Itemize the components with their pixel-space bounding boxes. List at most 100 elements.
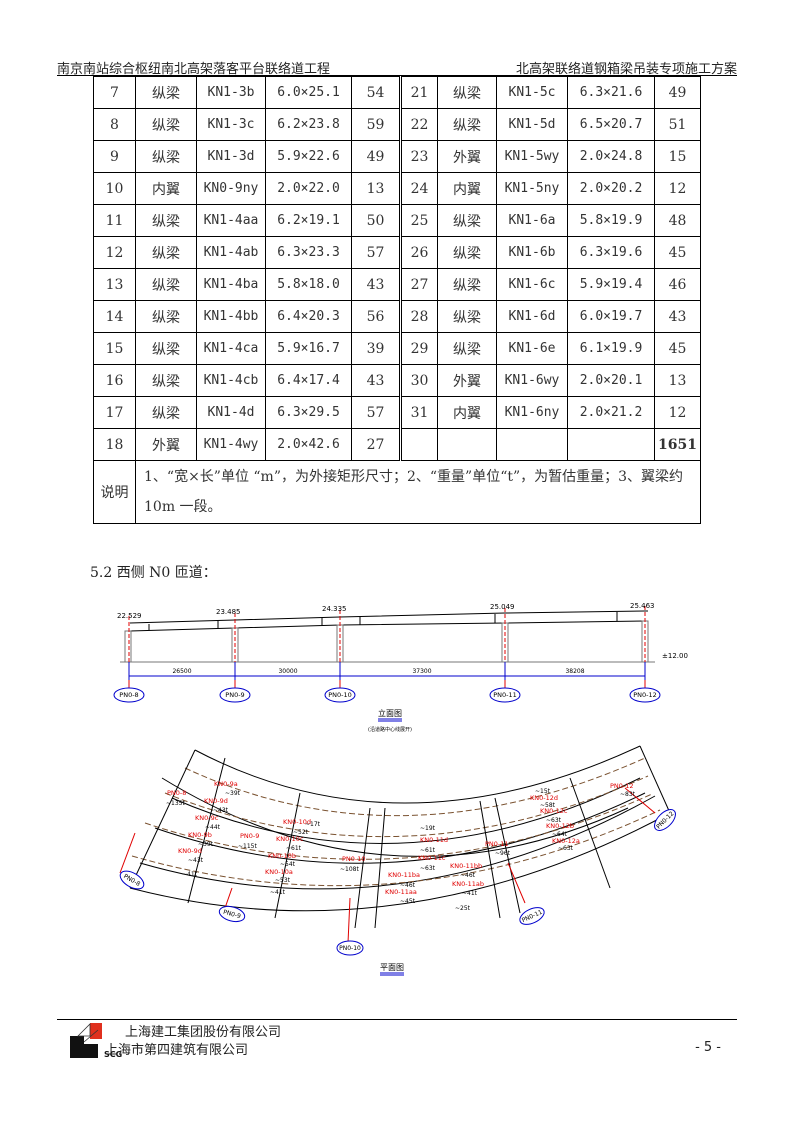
svg-text:~39t: ~39t	[225, 790, 241, 797]
cell-id: KN1-4ab	[196, 236, 266, 269]
cell-type: 纵梁	[437, 108, 497, 141]
cell-type: 纵梁	[437, 204, 497, 237]
elevation-subtitle: (沿道路中心线展开)	[368, 726, 412, 733]
cell-no: 29	[399, 332, 438, 365]
cell-weight: 49	[351, 140, 401, 173]
elevation-title: 立面图	[378, 708, 402, 718]
cell-weight: 13	[351, 172, 401, 205]
cell-size: 6.4×20.3	[265, 300, 352, 333]
cell-weight: 45	[654, 332, 701, 365]
cell-weight: 48	[654, 204, 701, 237]
cell-id: KN1-4wy	[196, 428, 266, 461]
pier-label: PN0-11	[493, 691, 517, 699]
note-text: 1、“宽×长”单位 “m”，为外接矩形尺寸；2、“重量”单位“t”，为暂估重量；…	[135, 460, 701, 524]
svg-text:~25t: ~25t	[455, 905, 471, 912]
svg-text:~15t: ~15t	[535, 788, 551, 795]
ramp-drawing: 22.529 23.485 24.335 25.049 25.463 ±12.0…	[113, 602, 688, 976]
cell-id: KN1-4aa	[196, 204, 266, 237]
svg-text:KN0-11d: KN0-11d	[420, 836, 448, 844]
cell-weight: 13	[654, 364, 701, 397]
cell-size: 6.1×19.9	[567, 332, 655, 365]
cell-no: 18	[93, 428, 136, 461]
cell-size: 5.9×22.6	[265, 140, 352, 173]
cell-type	[437, 428, 497, 461]
cell-no: 26	[399, 236, 438, 269]
cell-id: KN1-5d	[496, 108, 568, 141]
svg-text:KN0-12b: KN0-12b	[546, 822, 574, 830]
cell-id: KN1-3b	[196, 76, 266, 109]
cell-size: 6.0×25.1	[265, 76, 352, 109]
span-label: 26500	[172, 668, 191, 675]
company-name-2: 上海市第四建筑有限公司	[105, 1043, 249, 1058]
pier-label: PN0-10	[328, 691, 352, 699]
plan-title: 平面图	[380, 963, 404, 972]
svg-text:~46t: ~46t	[400, 882, 416, 889]
cell-size: 6.2×23.8	[265, 108, 352, 141]
cell-weight: 59	[351, 108, 401, 141]
cell-weight: 57	[351, 236, 401, 269]
svg-text:KN0-9c: KN0-9c	[195, 814, 219, 822]
cell-type: 纵梁	[437, 332, 497, 365]
svg-text:~63t: ~63t	[420, 865, 436, 872]
cell-no: 31	[399, 396, 438, 429]
note-label: 说明	[93, 460, 136, 524]
svg-text:PN0-9: PN0-9	[240, 832, 259, 840]
pier-label: PN0-12	[633, 691, 657, 699]
span-label: 30000	[278, 668, 297, 675]
cell-type: 纵梁	[135, 332, 197, 365]
svg-text:~44t: ~44t	[205, 824, 221, 831]
cell-type: 纵梁	[135, 76, 197, 109]
cell-id: KN1-3c	[196, 108, 266, 141]
header-project-title: 南京南站综合枢纽南北高架落客平台联络道工程	[57, 62, 331, 77]
cell-id: KN1-4d	[196, 396, 266, 429]
svg-text:~39t: ~39t	[198, 841, 214, 848]
ground-level: ±12.00	[662, 652, 688, 660]
elevation-view: 22.529 23.485 24.335 25.049 25.463 ±12.0…	[113, 602, 688, 733]
cell-type: 纵梁	[437, 76, 497, 109]
svg-text:KN0-10a: KN0-10a	[265, 868, 293, 876]
footer-divider	[57, 1019, 737, 1020]
cell-no: 30	[399, 364, 438, 397]
page-header: 南京南站综合枢纽南北高架落客平台联络道工程 北高架联络道钢箱梁吊装专项施工方案	[57, 56, 737, 77]
svg-text:KN0-10d: KN0-10d	[283, 818, 311, 826]
svg-text:~135t: ~135t	[166, 800, 185, 807]
svg-text:~41t: ~41t	[182, 871, 198, 878]
cell-type: 纵梁	[135, 108, 197, 141]
svg-text:~43t: ~43t	[213, 807, 229, 814]
cell-no: 21	[399, 76, 438, 109]
cell-id: KN1-6c	[496, 268, 568, 301]
svg-text:~61t: ~61t	[286, 845, 302, 852]
cell-weight: 39	[351, 332, 401, 365]
svg-text:~19t: ~19t	[420, 825, 436, 832]
elev-label: 25.049	[490, 603, 515, 611]
cell-no: 25	[399, 204, 438, 237]
cell-weight: 50	[351, 204, 401, 237]
cell-type: 纵梁	[135, 396, 197, 429]
svg-text:PN0-9: PN0-9	[222, 909, 241, 920]
total-weight: 1651	[654, 428, 701, 461]
elev-label: 23.485	[216, 608, 241, 616]
svg-text:~54t: ~54t	[280, 861, 296, 868]
svg-text:KN0-12c: KN0-12c	[540, 807, 568, 815]
cell-id: KN1-4ba	[196, 268, 266, 301]
cell-size: 5.9×19.4	[567, 268, 655, 301]
svg-text:KN0-9d: KN0-9d	[178, 847, 202, 855]
header-doc-title: 北高架联络道钢箱梁吊装专项施工方案	[515, 62, 737, 77]
span-label: 37300	[412, 668, 431, 675]
cell-weight: 54	[351, 76, 401, 109]
cell-type: 纵梁	[437, 236, 497, 269]
cell-id: KN1-3d	[196, 140, 266, 173]
svg-text:~63t: ~63t	[546, 817, 562, 824]
svg-text:~83t: ~83t	[620, 791, 636, 798]
svg-text:~43t: ~43t	[188, 857, 204, 864]
cell-no: 15	[93, 332, 136, 365]
cell-weight: 57	[351, 396, 401, 429]
cell-size: 2.0×22.0	[265, 172, 352, 205]
cell-weight: 12	[654, 396, 701, 429]
